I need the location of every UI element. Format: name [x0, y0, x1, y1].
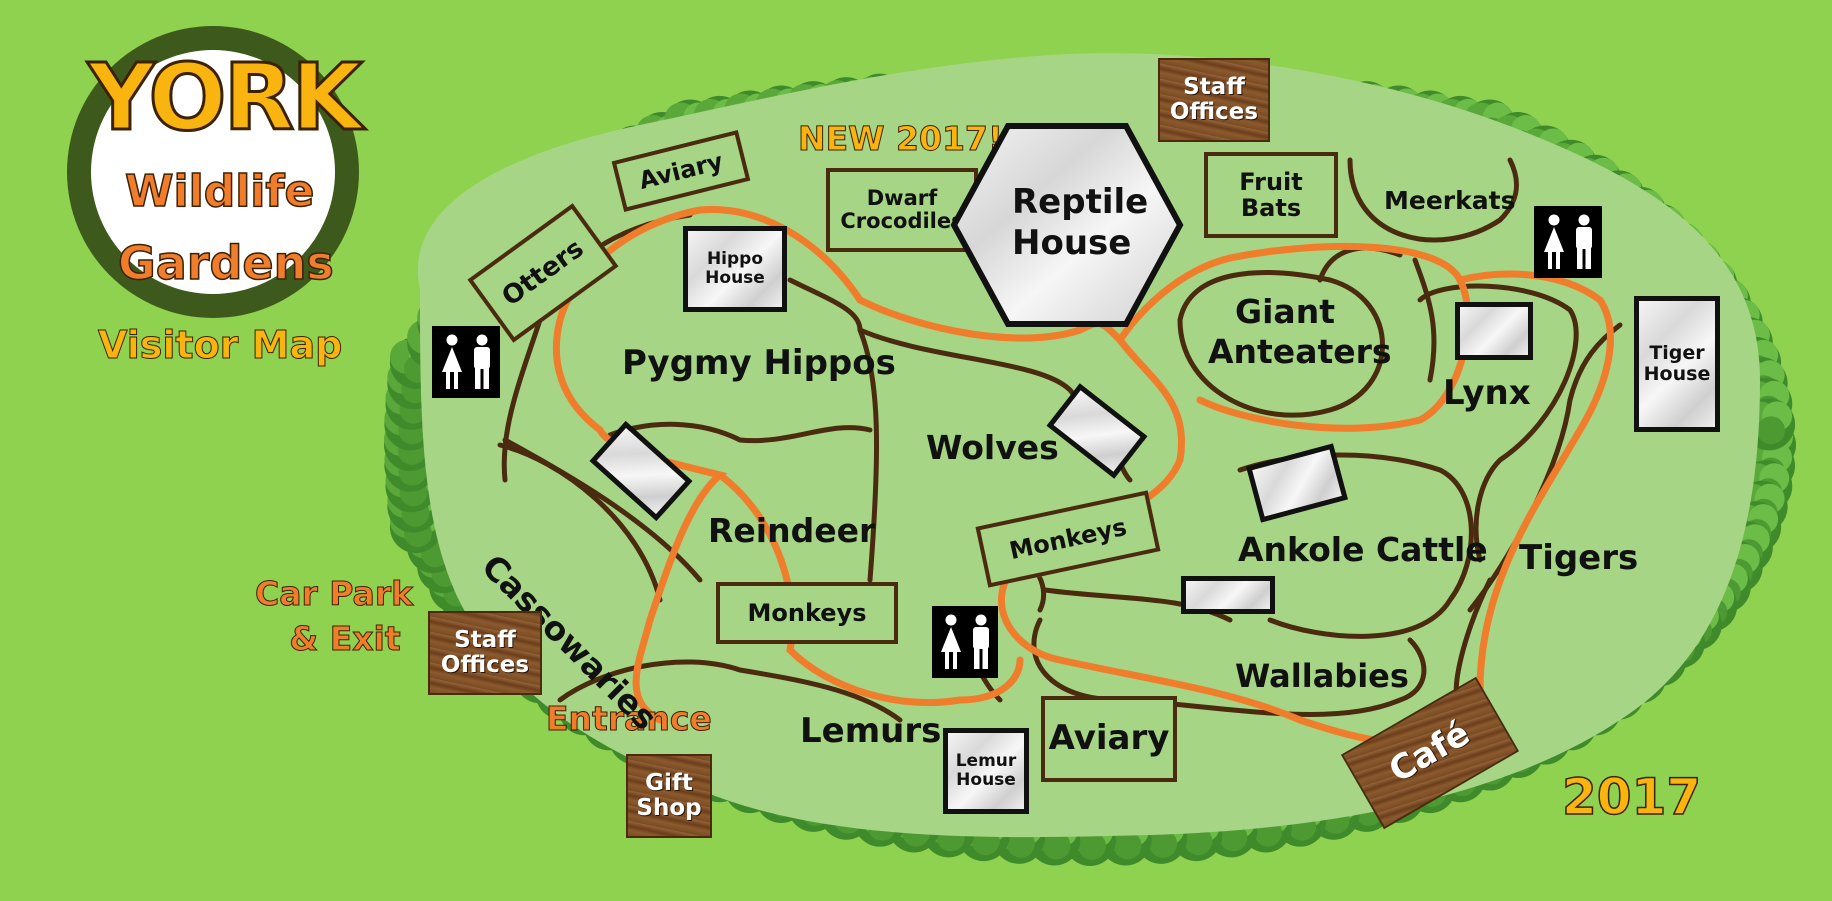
toilets-icon[interactable]: [1534, 206, 1602, 278]
aviary-bottom-enclosure[interactable]: Aviary: [1041, 696, 1177, 782]
tigers-label[interactable]: Tigers: [1519, 538, 1639, 578]
male-figure-icon: [474, 334, 490, 389]
male-figure-icon: [1576, 214, 1592, 269]
map-year: 2017: [1561, 768, 1702, 826]
car-park-line2: & Exit: [289, 618, 401, 658]
aviary-top-label: Aviary: [636, 146, 726, 195]
reindeer-label[interactable]: Reindeer: [708, 511, 876, 550]
female-figure-icon: [941, 614, 961, 669]
lynx-label[interactable]: Lynx: [1443, 373, 1531, 413]
lynx-house[interactable]: [1455, 302, 1533, 360]
ankole-cattle-label[interactable]: Ankole Cattle: [1238, 530, 1488, 569]
female-figure-icon: [442, 334, 462, 389]
meerkats-label[interactable]: Meerkats: [1384, 186, 1516, 215]
wallabies-label[interactable]: Wallabies: [1235, 657, 1409, 695]
car-park-line1: Car Park: [254, 574, 414, 614]
monkeys-right-label: Monkeys: [1006, 512, 1130, 565]
wolves-label[interactable]: Wolves: [926, 428, 1059, 467]
logo-subtitle-wildlife: Wildlife: [124, 166, 315, 217]
cafe-label: Café: [1382, 713, 1477, 792]
giant-anteaters-label[interactable]: Giant Anteaters: [1208, 292, 1392, 371]
map-subtitle: Visitor Map: [97, 323, 343, 367]
monkeys-left-enclosure[interactable]: Monkeys: [716, 582, 898, 644]
logo-subtitle-gardens: Gardens: [117, 236, 334, 290]
logo-badge: [67, 26, 359, 318]
monkeys-left-label: Monkeys: [747, 598, 867, 627]
lemurs-label[interactable]: Lemurs: [800, 711, 942, 751]
logo-title: YORK: [87, 44, 365, 151]
car-park-exit-label[interactable]: Car Park & Exit: [254, 572, 414, 661]
female-figure-icon: [1544, 214, 1564, 269]
wallabies-house[interactable]: [1181, 576, 1275, 614]
male-figure-icon: [973, 614, 989, 669]
entrance-label[interactable]: Entrance: [546, 699, 713, 738]
new-2017-badge: NEW 2017!: [798, 119, 1004, 158]
reptile-house-hexagon[interactable]: [950, 122, 1184, 328]
aviary-bottom-label: Aviary: [1048, 718, 1170, 759]
pygmy-hippos-label[interactable]: Pygmy Hippos: [622, 343, 896, 383]
toilets-icon[interactable]: [932, 606, 998, 678]
reptile-house-label: Reptile House: [1012, 182, 1149, 263]
toilets-icon[interactable]: [432, 326, 500, 398]
